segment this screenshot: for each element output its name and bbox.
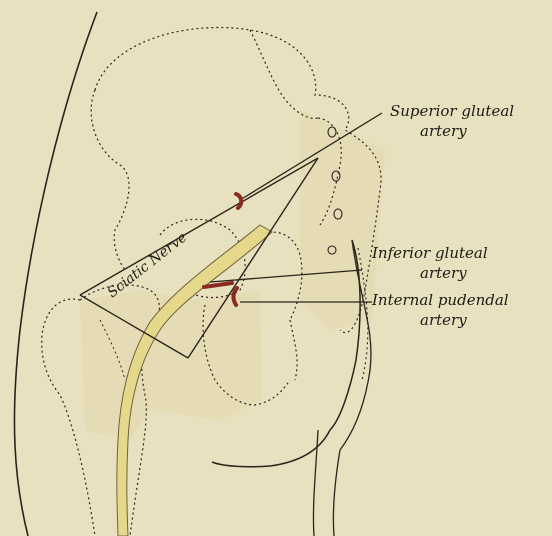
superior-gluteal-label-line1: Superior gluteal	[390, 102, 514, 120]
inferior-gluteal-label-line1: Inferior gluteal	[371, 244, 488, 262]
inferior-gluteal-label-line2: artery	[420, 264, 467, 282]
internal-pudendal-label-line1: Internal pudendal	[371, 291, 509, 309]
internal-pudendal-label-line2: artery	[420, 311, 467, 329]
superior-gluteal-label-line2: artery	[420, 122, 467, 140]
